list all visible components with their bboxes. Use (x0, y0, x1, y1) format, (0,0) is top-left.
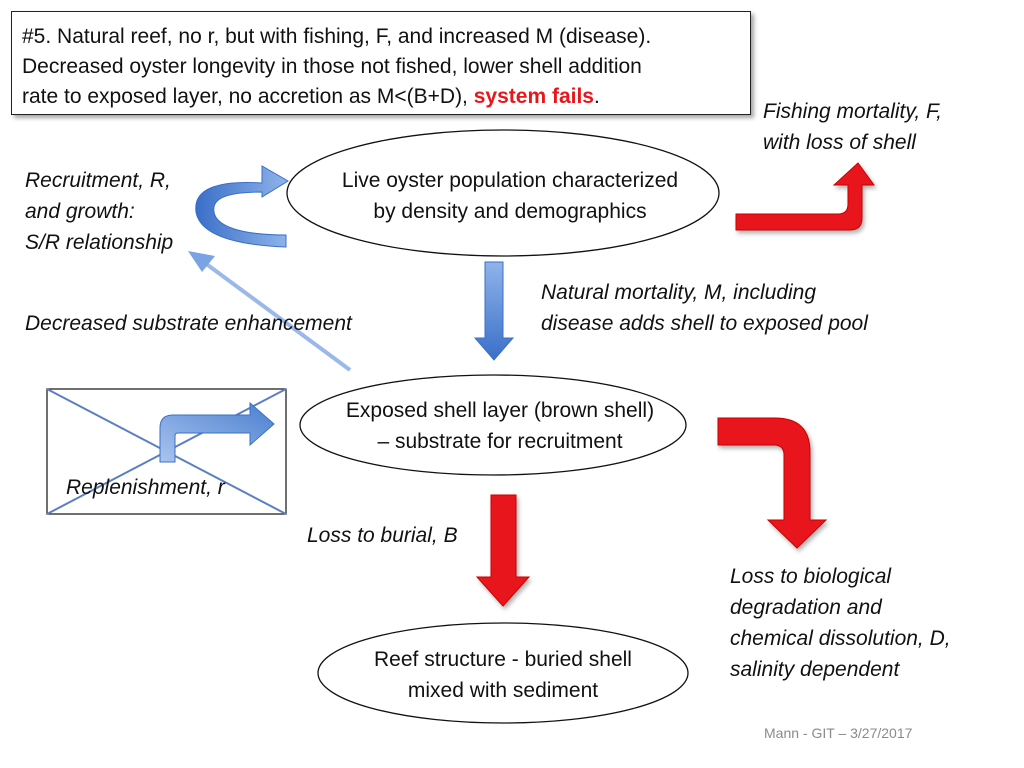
fishing-label: Fishing mortality, F, with loss of shell (763, 96, 942, 158)
natural-mortality-label: Natural mortality, M, including disease … (541, 277, 868, 339)
header-line-1: #5. Natural reef, no r, but with fishing… (22, 25, 652, 48)
loss-label: Loss to biological degradation and chemi… (730, 561, 951, 685)
substrate-enhancement-arrow-icon (203, 261, 352, 372)
recruitment-label: Recruitment, R, and growth: S/R relation… (25, 165, 173, 258)
header-line-3-end: . (593, 85, 600, 108)
header-line-3: rate to exposed layer, no accretion as M… (22, 82, 740, 112)
loss-line-4: salinity dependent (730, 658, 900, 681)
live-population-ellipse (286, 129, 720, 257)
reef-structure-line-2: mixed with sediment (407, 679, 599, 702)
replenishment-arrow-icon (159, 401, 275, 463)
live-population-line-1: Live oyster population characterized (341, 169, 679, 192)
header-line-3-text: rate to exposed layer, no accretion as M… (22, 85, 474, 108)
live-population-line-2: by density and demographics (373, 200, 647, 223)
exposed-shell-label: Exposed shell layer (brown shell) – subs… (310, 395, 690, 457)
loss-line-2: degradation and (730, 596, 882, 619)
reef-structure-line-1: Reef structure - buried shell (374, 648, 632, 671)
natural-mortality-arrow-icon (473, 261, 515, 361)
burial-arrow-icon (475, 494, 531, 607)
live-population-label: Live oyster population characterized by … (300, 165, 720, 227)
loss-line-1: Loss to biological (730, 565, 892, 588)
recruitment-line-3: S/R relationship (25, 231, 174, 254)
exposed-shell-line-1: Exposed shell layer (brown shell) (345, 399, 655, 422)
fishing-line-2: with loss of shell (763, 131, 916, 154)
decreased-substrate-label: Decreased substrate enhancement (25, 312, 352, 335)
recruitment-curved-arrow-icon (195, 165, 289, 248)
exposed-shell-line-2: – substrate for recruitment (377, 430, 623, 453)
reef-structure-ellipse (317, 622, 689, 724)
replenishment-label: Replenishment, r (66, 476, 225, 499)
recruitment-line-1: Recruitment, R, (25, 169, 171, 192)
recruitment-line-2: and growth: (25, 200, 135, 223)
natural-mortality-line-1: Natural mortality, M, including (541, 281, 817, 304)
loss-line-3: chemical dissolution, D, (730, 627, 951, 650)
natural-mortality-line-2: disease adds shell to exposed pool (541, 312, 868, 335)
loss-arrow-icon (717, 417, 828, 549)
footer-credit: Mann - GIT – 3/27/2017 (764, 725, 913, 741)
burial-label: Loss to burial, B (307, 524, 458, 547)
system-fails-text: system fails (473, 85, 594, 108)
header-line-2: Decreased oyster longevity in those not … (22, 55, 642, 78)
exposed-shell-ellipse (299, 374, 687, 476)
header-box: #5. Natural reef, no r, but with fishing… (11, 11, 751, 115)
reef-structure-label: Reef structure - buried shell mixed with… (323, 644, 683, 706)
fishing-arrow-icon (735, 162, 875, 231)
substrate-enhancement-arrowhead-icon (188, 251, 215, 272)
replenishment-box (46, 388, 287, 515)
fishing-line-1: Fishing mortality, F, (763, 100, 942, 123)
